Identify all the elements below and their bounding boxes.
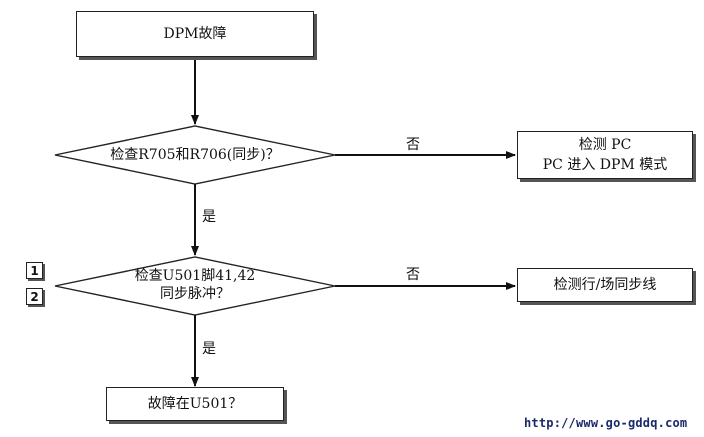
start-box: DPM故障 [76,11,314,57]
check-sync-text: 检测行/场同步线 [553,277,657,293]
fault-box: 故障在U501？ [106,387,284,421]
edge-label-no-1: 否 [406,137,420,153]
check-sync-box: 检测行/场同步线 [517,268,693,302]
decision1-text: 检查R705和R706(同步)？ [110,147,280,163]
fault-box-text: 故障在U501？ [147,396,243,412]
step-marker-2: 2 [26,288,43,305]
decision2-line2: 同步脉冲？ [160,286,230,302]
check-pc-line1: 检测 PC [578,137,632,153]
step-marker-1: 1 [26,262,43,279]
start-box-text: DPM故障 [163,26,227,42]
check-pc-box: 检测 PC PC 进入 DPM 模式 [517,131,693,179]
decision2-text: 检查U501脚41,42 同步脉冲？ [95,267,295,303]
watermark-url: http://www.go-gddq.com [524,416,688,430]
edge-label-yes-1: 是 [202,209,216,225]
decision2-line1: 检查U501脚41,42 [134,268,256,284]
edge-label-yes-2: 是 [202,341,216,357]
edge-label-no-2: 否 [406,267,420,283]
check-pc-line2: PC 进入 DPM 模式 [542,157,668,173]
